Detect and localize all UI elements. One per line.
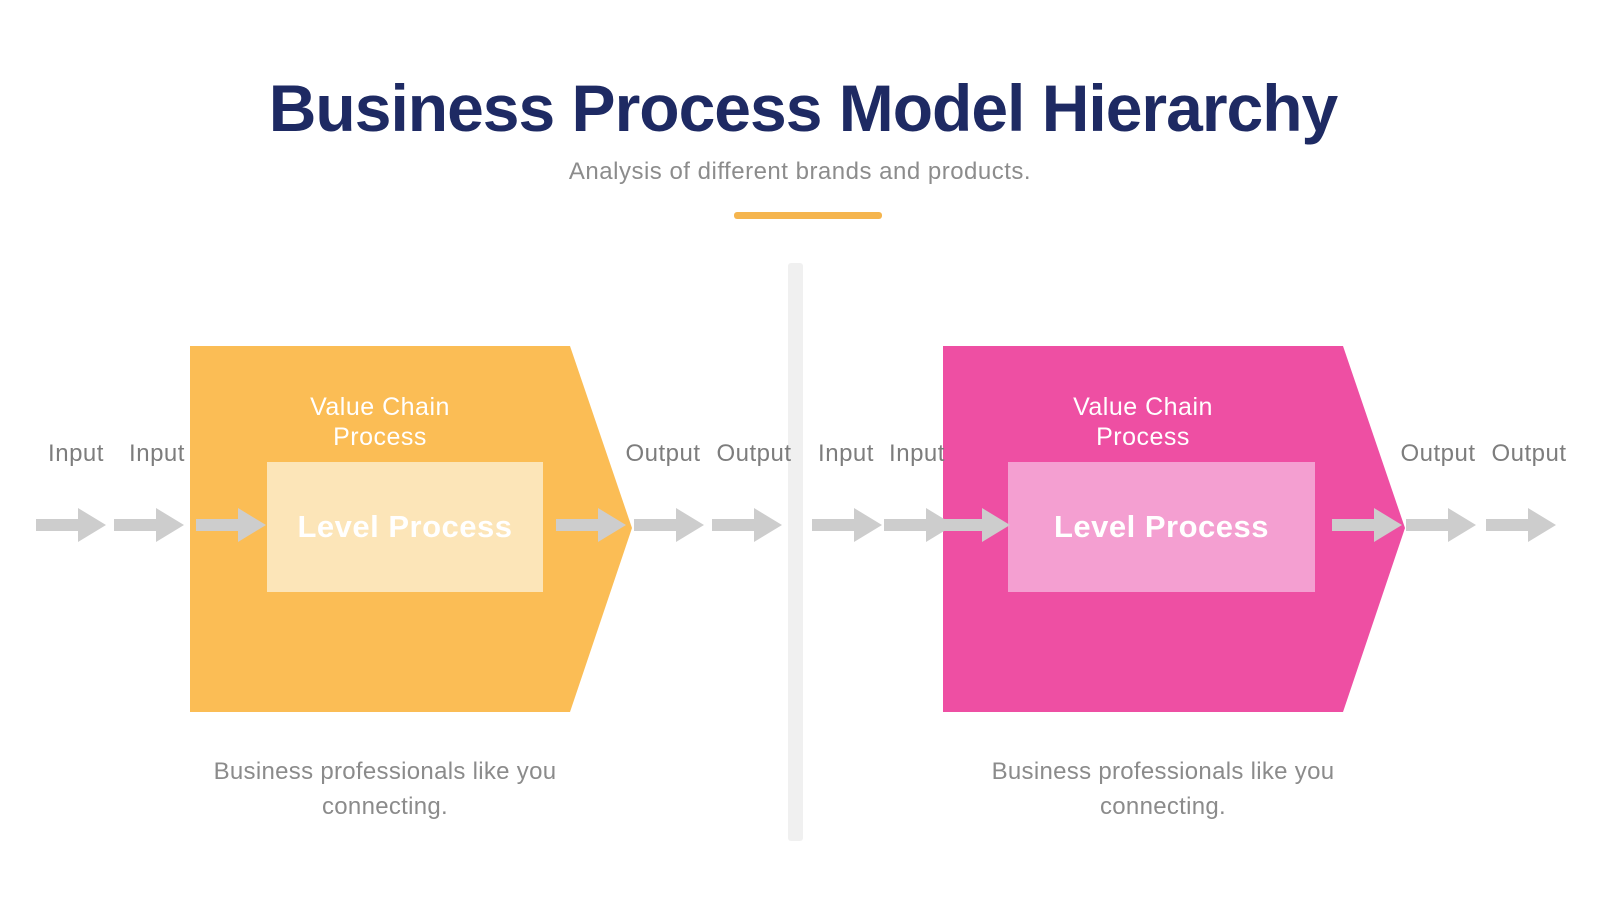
level-process-box: Level Process [1008, 462, 1315, 592]
page-subtitle: Analysis of different brands and product… [568, 158, 1032, 185]
arrow-right-icon [1486, 508, 1556, 542]
center-divider [788, 263, 803, 841]
diagram-caption: Business professionals like you connecti… [213, 758, 557, 820]
input-label: Input [48, 440, 104, 467]
arrow-right-icon [114, 508, 184, 542]
arrow-right-icon [884, 508, 954, 542]
arrow-right-icon [712, 508, 782, 542]
output-label: Output [1400, 440, 1476, 467]
value-chain-title: Value Chain Process [1073, 393, 1213, 451]
title-underline [734, 212, 882, 219]
output-label: Output [625, 440, 701, 467]
input-label: Input [818, 440, 874, 467]
input-label: Input [889, 440, 945, 467]
arrow-right-icon [196, 508, 266, 542]
page-title: Business Process Model Hierarchy [268, 71, 1338, 145]
input-label: Input [129, 440, 185, 467]
arrow-right-icon [1332, 508, 1402, 542]
arrow-right-icon [634, 508, 704, 542]
value-chain-title: Value Chain Process [310, 393, 450, 451]
arrow-right-icon [940, 508, 1010, 542]
diagram-caption: Business professionals like you connecti… [991, 758, 1335, 820]
level-process-label: Level Process [1053, 509, 1270, 544]
output-label: Output [716, 440, 792, 467]
level-process-box: Level Process [267, 462, 543, 592]
arrow-right-icon [556, 508, 626, 542]
arrow-right-icon [812, 508, 882, 542]
level-process-label: Level Process [297, 509, 513, 544]
output-label: Output [1491, 440, 1567, 467]
arrow-right-icon [1406, 508, 1476, 542]
arrow-right-icon [36, 508, 106, 542]
